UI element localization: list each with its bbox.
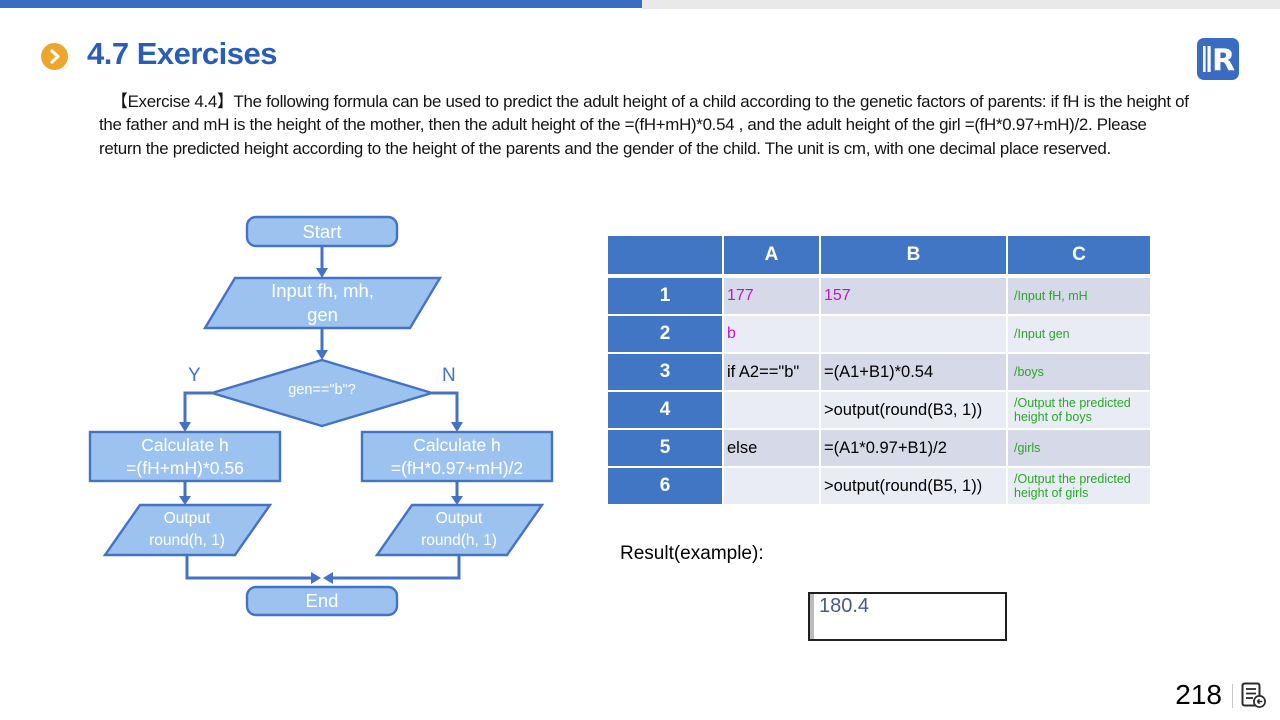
flowchart-no-label: N (442, 365, 456, 386)
cell-b6: >output(round(B5, 1)) (821, 468, 1006, 504)
row-number: 1 (608, 278, 722, 314)
cell-b3: =(A1+B1)*0.54 (821, 354, 1006, 390)
flowchart-yes-label: Y (188, 365, 201, 386)
table-row: 5 else =(A1*0.97+B1)/2 /girls (608, 430, 1150, 466)
cell-a5: else (724, 430, 819, 466)
result-box-left-strip (810, 594, 814, 639)
row-number: 6 (608, 468, 722, 504)
cell-a2: b (724, 316, 819, 352)
table-row: 3 if A2=="b" =(A1+B1)*0.54 /boys (608, 354, 1150, 390)
cell-b4: >output(round(B3, 1)) (821, 392, 1006, 428)
corner-header-cell (608, 236, 722, 274)
table-row: 1 177 157 /Input fH, mH (608, 278, 1150, 314)
flowchart: Start Input fh, mh, gen gen=="b"? Y N Ca… (85, 212, 565, 624)
cell-c4: /Output the predicted height of boys (1008, 392, 1150, 428)
column-header-c: C (1008, 236, 1150, 274)
cell-a6 (724, 468, 819, 504)
flowchart-calc-boys-node: Calculate h =(fH+mH)*0.56 (126, 435, 244, 478)
cell-c6: /Output the predicted height of girls (1008, 468, 1150, 504)
row-number: 5 (608, 430, 722, 466)
table-header-row: A B C (608, 236, 1150, 274)
row-number: 4 (608, 392, 722, 428)
cell-b2 (821, 316, 1006, 352)
chevron-bullet-icon (41, 43, 68, 70)
svg-text:R: R (1212, 44, 1235, 79)
flowchart-end-node: End (305, 590, 339, 611)
flowchart-output-boys-node: Output round(h, 1) (149, 510, 225, 549)
table-row: 4 >output(round(B3, 1)) /Output the pred… (608, 392, 1150, 428)
cell-a1: 177 (724, 278, 819, 314)
column-header-a: A (724, 236, 819, 274)
brand-logo-icon: R (1196, 37, 1240, 81)
page-number: 218 (1175, 679, 1222, 710)
table-row: 6 >output(round(B5, 1)) /Output the pred… (608, 468, 1150, 504)
column-header-b: B (821, 236, 1006, 274)
flowchart-shapes (88, 215, 554, 617)
flowchart-start-node: Start (302, 221, 342, 242)
row-number: 2 (608, 316, 722, 352)
spreadsheet-table: A B C 1 177 157 /Input fH, mH 2 b /Input… (608, 236, 1150, 506)
flowchart-input-node: Input fh, mh, gen (271, 280, 374, 325)
row-number: 3 (608, 354, 722, 390)
flowchart-output-girls-node: Output round(h, 1) (421, 510, 497, 549)
result-value: 180.4 (819, 595, 870, 617)
result-label: Result(example): (620, 543, 764, 564)
cell-c1: /Input fH, mH (1008, 278, 1150, 314)
exercise-description: 【Exercise 4.4】The following formula can … (99, 92, 1189, 158)
footer-divider (1232, 684, 1233, 708)
top-accent-bar-blue (0, 0, 642, 8)
document-return-icon (1241, 682, 1267, 709)
top-accent-bar-grey (642, 0, 1280, 9)
cell-b1: 157 (821, 278, 1006, 314)
page-title: 4.7 Exercises (87, 36, 278, 71)
cell-a3: if A2=="b" (724, 354, 819, 390)
cell-c2: /Input gen (1008, 316, 1150, 352)
flowchart-calc-girls-node: Calculate h =(fH*0.97+mH)/2 (390, 435, 524, 478)
table-row: 2 b /Input gen (608, 316, 1150, 352)
flowchart-decision-node: gen=="b"? (288, 382, 356, 398)
cell-c5: /girls (1008, 430, 1150, 466)
cell-c3: /boys (1008, 354, 1150, 390)
result-output-box: 180.4 (808, 592, 1007, 641)
cell-b5: =(A1*0.97+B1)/2 (821, 430, 1006, 466)
cell-a4 (724, 392, 819, 428)
